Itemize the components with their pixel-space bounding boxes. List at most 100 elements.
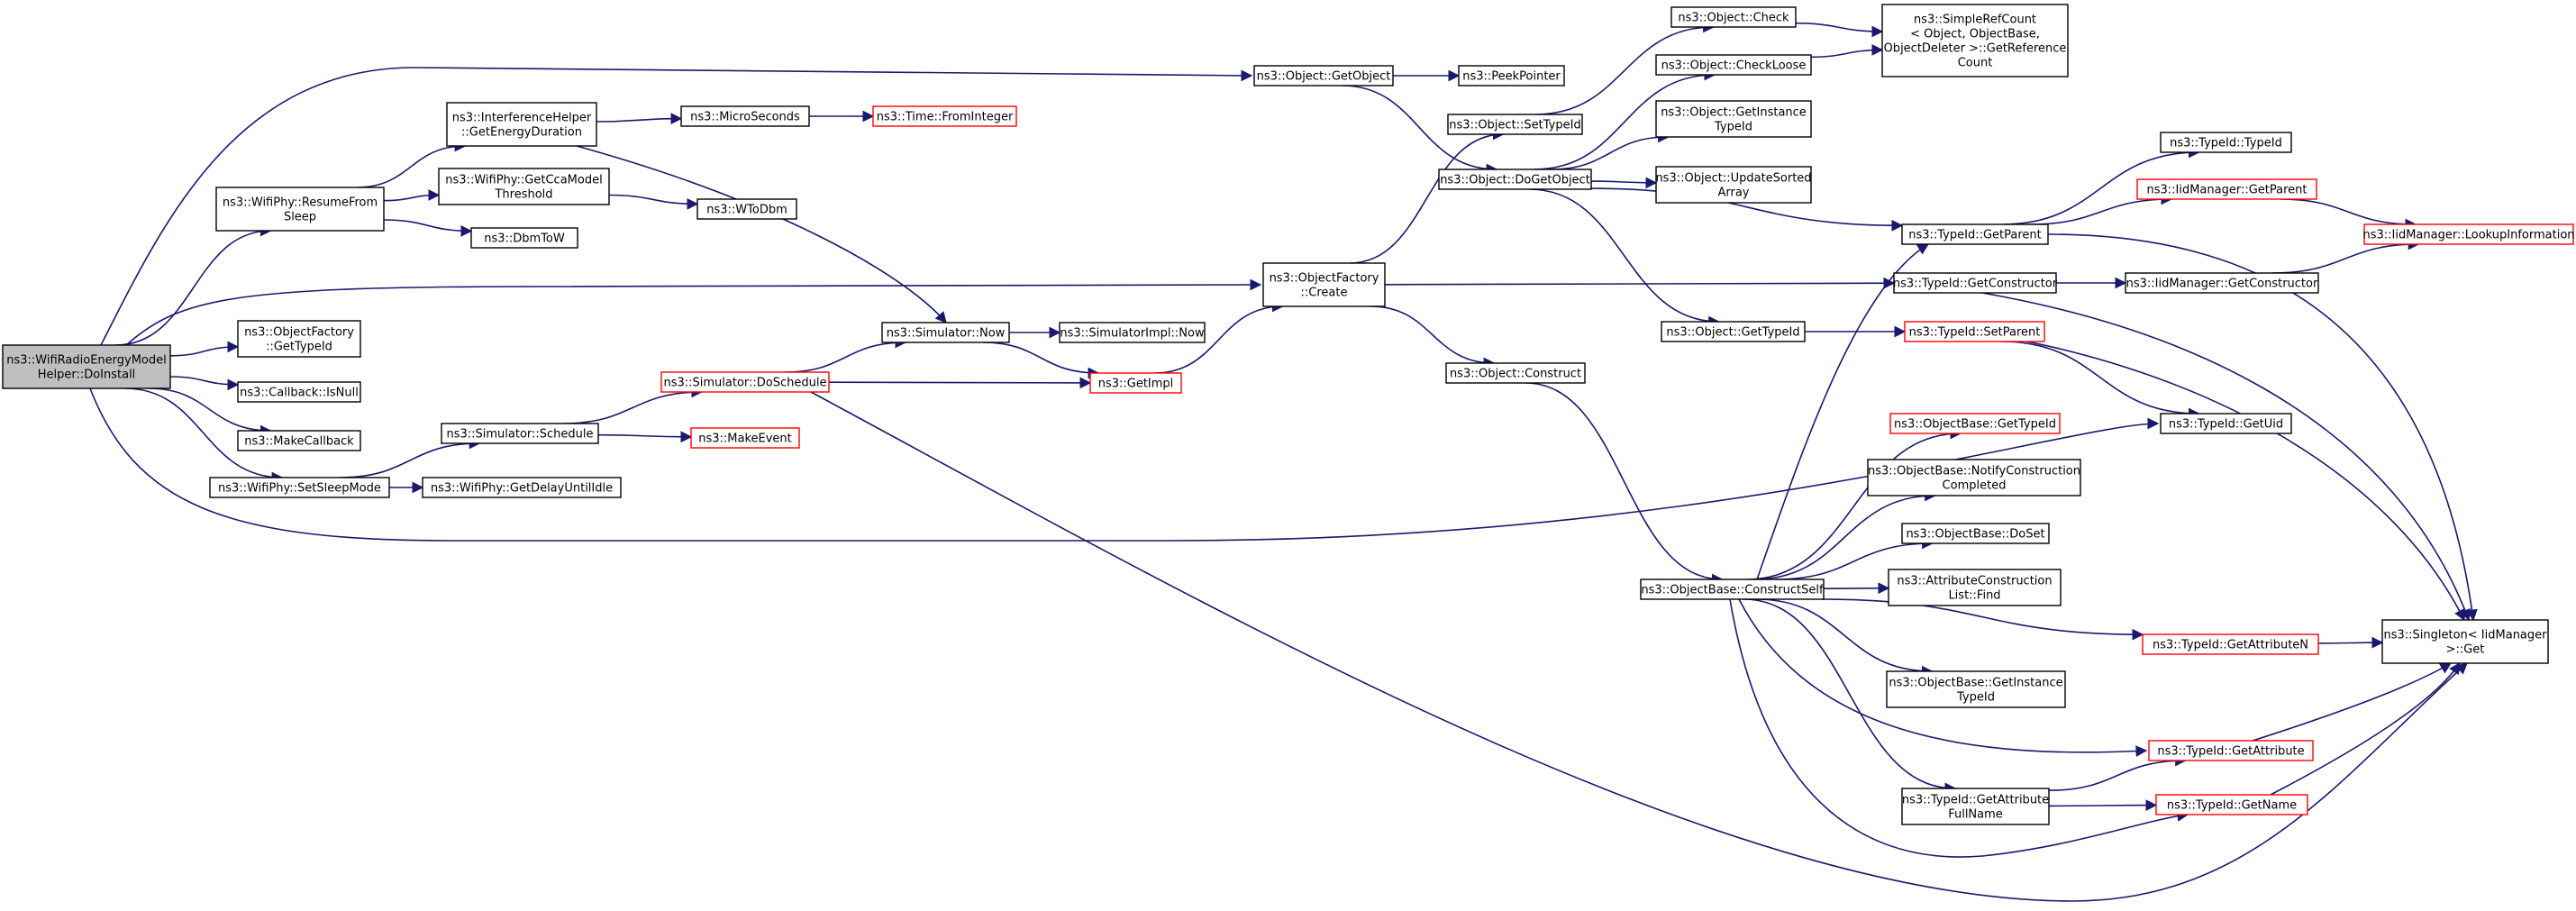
node-box (696, 198, 797, 220)
node-label-line: ns3::SimulatorImpl::Now (1060, 326, 1205, 340)
node-notifyconstruction[interactable]: ns3::ObjectBase::NotifyConstructionCompl… (1867, 459, 2081, 496)
node-box (215, 187, 385, 232)
node-simimplnow[interactable]: ns3::SimulatorImpl::Now (1059, 322, 1206, 343)
node-getuid[interactable]: ns3::TypeId::GetUid (2160, 413, 2292, 434)
node-box (438, 168, 610, 205)
node-label-line: ns3::DbmToW (484, 232, 565, 245)
node-box (2363, 223, 2574, 245)
edge-constructself-to-typeidgetname (1729, 598, 2189, 858)
node-label-line: ns3::TypeId::GetUid (2169, 417, 2283, 431)
node-microseconds[interactable]: ns3::MicroSeconds (680, 105, 810, 127)
edge-typeidgetparent-to-iidgetparent (2030, 193, 2173, 225)
edge-resumefromsleep-to-interference (356, 140, 467, 188)
edge-interference-to-simnow (576, 145, 947, 323)
node-callbackisnull[interactable]: ns3::Callback::IsNull (237, 381, 361, 403)
node-iidgetparent[interactable]: ns3::IidManager::GetParent (2136, 178, 2317, 200)
node-makecallback[interactable]: ns3::MakeCallback (237, 430, 361, 451)
node-box (1655, 166, 1812, 204)
node-setsleepmode[interactable]: ns3::WifiPhy::SetSleepMode (209, 477, 390, 498)
node-simschedule[interactable]: ns3::Simulator::Schedule (441, 423, 599, 444)
node-typeidtypeid[interactable]: ns3::TypeId::TypeId (2160, 132, 2292, 153)
node-dbmtow[interactable]: ns3::DbmToW (470, 227, 578, 249)
node-getimpl[interactable]: ns3::GetImpl (1089, 372, 1182, 394)
node-box (1901, 223, 2049, 245)
node-objfactorygettypeid[interactable]: ns3::ObjectFactory::GetTypeId (237, 320, 361, 358)
node-dosched[interactable]: ns3::Simulator::DoSchedule (660, 371, 830, 393)
edge-typeidgetconstructor-to-singletonget (1981, 292, 2471, 622)
node-label-line: ns3::MakeCallback (244, 434, 354, 448)
node-frominteger[interactable]: ns3::Time::FromInteger (872, 105, 1017, 127)
edge-root-to-setsleepmode (124, 387, 284, 484)
node-label-line: List::Find (1948, 588, 2000, 602)
node-lookupinfo[interactable]: ns3::IidManager::LookupInformation (2362, 223, 2575, 245)
node-getdelayuntilidle[interactable]: ns3::WifiPhy::GetDelayUntilIdle (422, 477, 622, 498)
node-doset[interactable]: ns3::ObjectBase::DoSet (1901, 523, 2050, 544)
node-objfactorycreate[interactable]: ns3::ObjectFactory::Create (1262, 262, 1386, 307)
node-label-line: ns3::WifiPhy::ResumeFrom (223, 196, 378, 209)
node-iidgetconstructor[interactable]: ns3::IidManager::GetConstructor (2125, 272, 2319, 294)
node-typeidgetparent[interactable]: ns3::TypeId::GetParent (1901, 223, 2049, 245)
node-label-line: ns3::GetImpl (1098, 377, 1174, 390)
node-box (2136, 178, 2317, 200)
edge-settypeid-to-check (1534, 21, 1715, 115)
node-checkloose[interactable]: ns3::Object::CheckLoose (1655, 54, 1812, 76)
node-label-line: ns3::Callback::IsNull (240, 386, 359, 399)
node-label-line: ns3::IidManager::LookupInformation (2362, 228, 2574, 241)
node-getattributen[interactable]: ns3::TypeId::GetAttributeN (2142, 633, 2319, 655)
node-label-line: ns3::MakeEvent (698, 432, 792, 445)
node-label-line: ns3::Object::Construct (1450, 367, 1581, 380)
node-root[interactable]: ns3::WifiRadioEnergyModelHelper::DoInsta… (2, 344, 171, 389)
edge-constructself-to-getattributefullname (1743, 598, 1957, 795)
node-simplerefcount[interactable]: ns3::SimpleRefCount< Object, ObjectBase,… (1881, 4, 2069, 77)
node-singletonget[interactable]: ns3::Singleton< IidManager>::Get (2381, 619, 2549, 664)
node-label-line: ns3::WifiPhy::SetSleepMode (218, 481, 381, 495)
edge-getobject-to-dogetobject (1342, 85, 1498, 176)
node-typeidgetname[interactable]: ns3::TypeId::GetName (2155, 794, 2308, 815)
node-check[interactable]: ns3::Object::Check (1670, 6, 1797, 28)
node-objconstruct[interactable]: ns3::Object::Construct (1445, 362, 1586, 384)
node-constructself[interactable]: ns3::ObjectBase::ConstructSelf (1640, 578, 1825, 600)
edges (89, 21, 2478, 902)
edge-objconstruct-to-constructself (1525, 382, 1724, 586)
node-label-line: ns3::WifiPhy::GetDelayUntilIdle (431, 481, 613, 495)
edge-simnow-to-getimpl (982, 342, 1100, 379)
edge-interference-to-microseconds (596, 113, 683, 125)
edge-constructself-to-typeidgetparent (1756, 243, 1930, 580)
node-label-line: ns3::SimpleRefCount (1914, 13, 2036, 26)
edge-getattributen-to-singletonget (2317, 636, 2384, 649)
node-box (470, 227, 578, 249)
node-peekpointer[interactable]: ns3::PeekPointer (1458, 65, 1565, 87)
edge-objfactorycreate-to-settypeid (1350, 128, 1505, 264)
edge-resumefromsleep-to-dbmtow (383, 219, 473, 237)
node-settypeid[interactable]: ns3::Object::SetTypeId (1447, 114, 1583, 135)
node-makeevent[interactable]: ns3::MakeEvent (690, 427, 800, 449)
node-label-line: ns3::TypeId::GetConstructor (1893, 277, 2058, 290)
node-getattribute[interactable]: ns3::TypeId::GetAttribute (2148, 740, 2314, 761)
node-box (1438, 169, 1592, 190)
node-typeidgetconstructor[interactable]: ns3::TypeId::GetConstructor (1893, 272, 2058, 294)
edge-iidgetparent-to-lookupinfo (2280, 198, 2417, 231)
node-label-line: ns3::WToDbm (706, 203, 787, 216)
node-typeidsetparent[interactable]: ns3::TypeId::SetParent (1904, 321, 2045, 342)
node-label-line: ns3::Object::UpdateSorted (1655, 171, 1811, 185)
node-label-line: ns3::TypeId::GetAttribute (2157, 744, 2304, 758)
node-wtodbm[interactable]: ns3::WToDbm (696, 198, 797, 220)
node-dogetobject[interactable]: ns3::Object::DoGetObject (1438, 169, 1592, 190)
node-box (2148, 740, 2314, 761)
node-objbasegettypeid[interactable]: ns3::ObjectBase::GetTypeId (1889, 413, 2061, 434)
node-simnow[interactable]: ns3::Simulator::Now (881, 322, 1010, 343)
node-box (2, 344, 171, 389)
node-getobject[interactable]: ns3::Object::GetObject (1253, 65, 1394, 87)
node-objgettypeid[interactable]: ns3::Object::GetTypeId (1661, 321, 1806, 342)
node-interference[interactable]: ns3::InterferenceHelper::GetEnergyDurati… (446, 102, 597, 147)
node-box (1670, 6, 1797, 28)
node-box (1888, 569, 2062, 606)
edge-getattribute-to-singletonget (2252, 662, 2453, 742)
